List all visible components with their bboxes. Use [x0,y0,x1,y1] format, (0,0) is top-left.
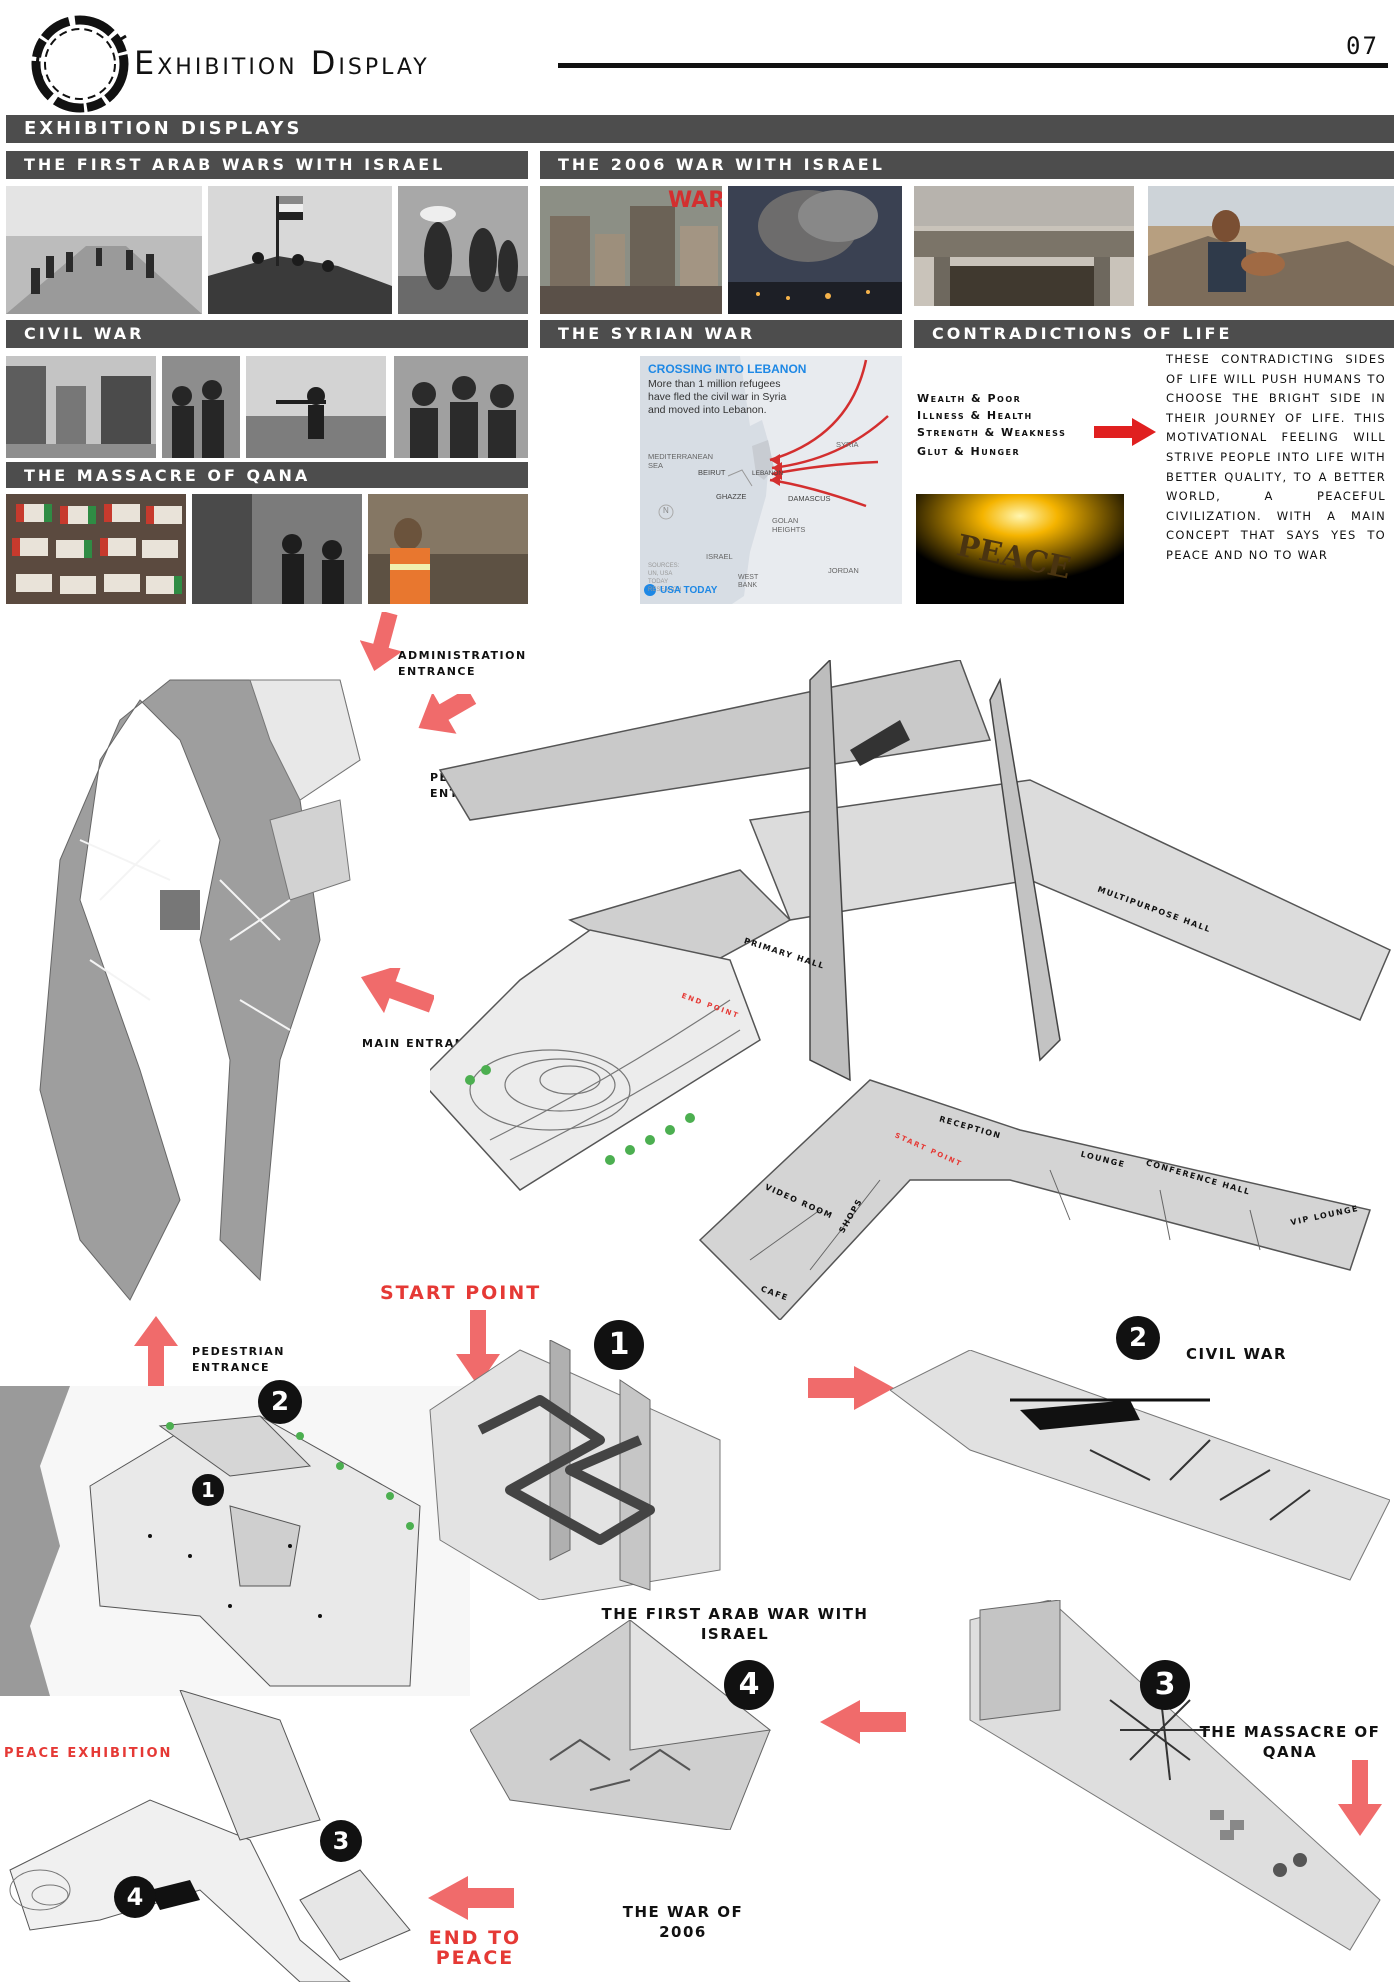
photo-july-war: WAR [540,186,722,314]
page-title: Exhibition Display [134,44,430,82]
bar-syrian-war: THE SYRIAN WAR [540,320,902,348]
map-label-lebanon: LEBANON [752,470,784,477]
exhibit-4-number: 4 [724,1660,774,1710]
exhibit-1-number: 1 [594,1320,644,1370]
exhibit-2-caption: CIVIL WAR [1186,1345,1288,1363]
exhibition-route-plan [9,1690,411,1982]
arrow-admin-2-icon [418,688,480,748]
photo-qana-coffins [6,494,186,604]
map-label-mediterranean: MEDITERRANEAN SEA [648,452,714,470]
map-label-west-bank: WEST BANK [738,574,759,589]
ground-floor-axonometric [698,1079,1371,1320]
exhibit-2-model [890,1350,1390,1581]
photo-civil-fighter [246,356,386,458]
exhibit-4-model [470,1620,772,1830]
map-source: SOURCES: UN, USA TODAY RESEARCH [648,563,682,593]
primary-hall-axonometric [430,660,1391,1191]
photo-qana-gathering [192,494,362,604]
map-north-label: N [663,506,669,515]
map-label-beirut: BEIRUT [698,468,726,477]
photo-refugees-women [398,186,528,314]
arrow-to-2-icon [808,1366,894,1414]
map-title: CROSSING INTO LEBANON [648,362,807,376]
route-marker-3: 3 [320,1820,362,1862]
map-description: More than 1 million refugees have fled t… [648,378,787,416]
exhibit-1-caption: THE FIRST ARAB WAR WITH ISRAEL [601,1605,869,1643]
exhibit-1-model [429,1340,721,1600]
site-plan [0,1386,470,1696]
contradictions-paragraph: These contradicting sides of life will p… [1166,352,1386,562]
bar-contradictions: CONTRADICTIONS OF LIFE [914,320,1394,348]
pedestrian-arrow-icon [134,1316,178,1390]
photo-civil-kids [394,356,528,458]
photo-civil-ruins [6,356,156,458]
map-label-ghazze: GHAZZE [716,492,747,501]
photo-beirut-smoke [728,186,902,314]
map-label-damascus: DAMASCUS [788,494,831,503]
photo-peace-sign: PEACE [916,494,1124,604]
syria-refugee-map: CROSSING INTO LEBANON More than 1 millio… [640,356,902,604]
usa-today-logo: USA TODAY [660,585,718,596]
end-to-peace-label: END TO PEACE [428,1927,522,1969]
arrow-main-entrance-icon [358,964,436,1020]
arrow-admin-icon [359,610,404,676]
contradiction-pair-1: Wealth & Poor [917,392,1022,405]
contradiction-pair-2: Illness & Health [917,409,1033,422]
map-label-israel: ISRAEL [706,552,733,561]
exhibit-2-number: 2 [1116,1316,1160,1360]
bar-civil-war: CIVIL WAR [6,320,528,348]
contradiction-pair-3: Strength & Weakness [917,426,1067,439]
section-title-bar: EXHIBITION DISPLAYS [6,115,1394,143]
masterplan-perspective [39,679,361,1301]
bar-2006-war: THE 2006 WAR WITH ISRAEL [540,151,1394,179]
site-marker-2: 2 [258,1380,302,1424]
photo-qana-rescuer [368,494,528,604]
header-rule [558,63,1388,68]
photo-destroyed-bridge [914,186,1134,306]
photo-man-carrying-child [1148,186,1394,306]
map-label-jordan: JORDAN [828,566,859,575]
site-marker-1: 1 [192,1474,224,1506]
arrow-right-icon [1094,418,1156,450]
photo-soldiers-road [6,186,202,314]
route-marker-4: 4 [114,1876,156,1918]
contradiction-pair-4: Glut & Hunger [917,445,1021,458]
arrow-qana-down-icon [1338,1760,1382,1840]
exhibit-3-caption: THE MASSACRE OF QANA [1199,1723,1381,1761]
map-label-syria: SYRIA [836,440,859,449]
map-label-golan: GOLAN HEIGHTS [772,516,806,534]
exhibit-3-number: 3 [1140,1660,1190,1710]
peace-exhibition-label: PEACE EXHIBITION [4,1746,173,1761]
pedestrian-entrance-label-2: PEDESTRIAN ENTRANCE [192,1345,285,1374]
page-number: 07 [1346,32,1379,60]
arrow-end-icon [428,1876,514,1924]
start-point-label: START POINT [380,1282,542,1304]
start-point-arrow-icon [456,1310,500,1390]
photo-flag-raising [208,186,392,314]
july-war-caption: WAR [668,188,722,213]
photo-civil-crowd [162,356,240,458]
arrow-to-4-icon [820,1700,906,1748]
admin-entrance-label: ADMINISTRATION ENTRANCE [398,649,527,678]
exhibit-4-caption: THE WAR OF 2006 [622,1903,744,1941]
exhibit-3-model [969,1600,1381,1951]
bar-qana: THE MASSACRE OF QANA [6,462,528,488]
bar-first-arab-wars: THE FIRST ARAB WARS WITH ISRAEL [6,151,528,179]
header-logo [28,12,132,116]
